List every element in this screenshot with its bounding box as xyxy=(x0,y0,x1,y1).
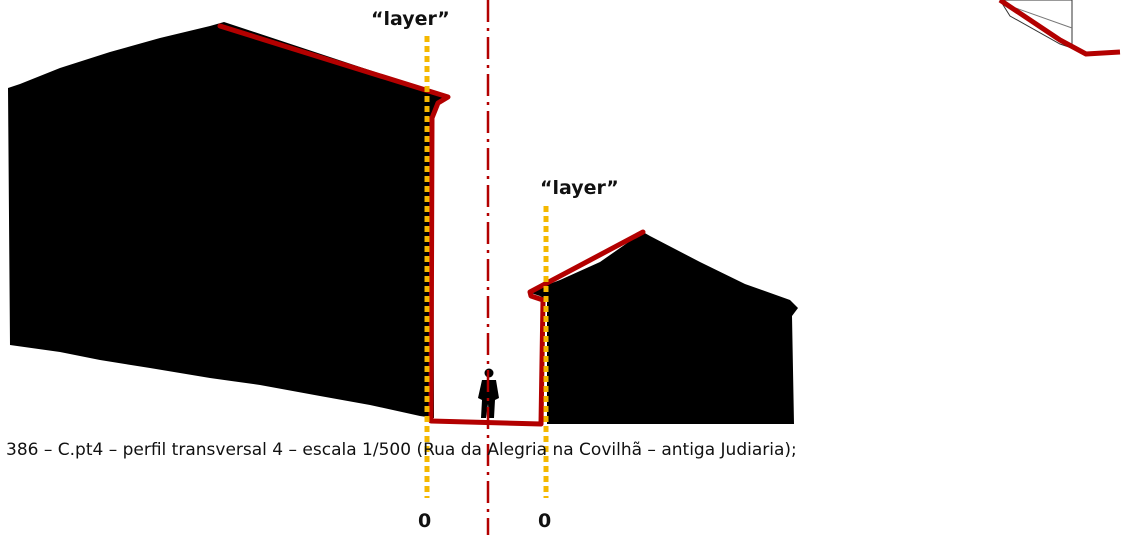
layer-label-left: “layer” xyxy=(371,8,450,30)
figure-caption: 386 – C.pt4 – perfil transversal 4 – esc… xyxy=(6,440,797,460)
upper-right-profile-line xyxy=(998,0,1121,57)
left-building xyxy=(8,22,448,418)
zero-label-left: 0 xyxy=(418,510,432,532)
layer-label-right: “layer” xyxy=(540,177,619,199)
zero-label-right: 0 xyxy=(538,510,552,532)
street-profile-line xyxy=(217,23,646,427)
right-building xyxy=(528,232,798,424)
